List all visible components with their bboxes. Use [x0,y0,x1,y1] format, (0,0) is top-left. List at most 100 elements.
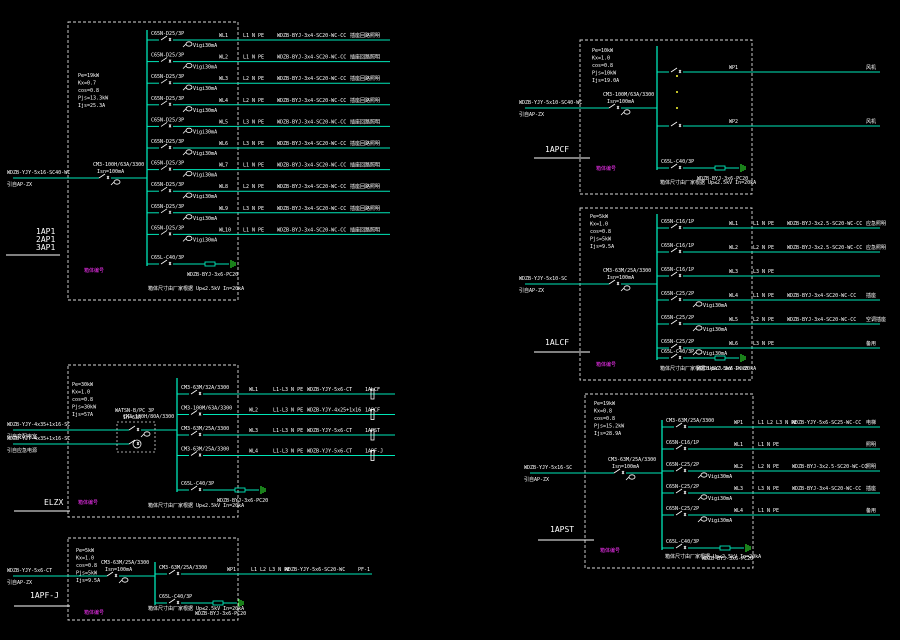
circuit-load: 插座回路照明 [350,75,380,82]
breaker-contact [613,468,621,474]
incoming-source-label: 引自AP-ZX [524,476,549,483]
rcd-lead [110,181,115,186]
breaker-cross [136,441,140,446]
circuit-id: WL10 [219,227,231,233]
load-parameter: Pe=19kW [78,73,100,79]
spd-breaker-label: C65L-C40/3P [151,255,184,261]
circuit-cable: WDZB-BYJ-3x4-SC20-WC-CC [787,317,856,323]
circuit-phase: L1 N PE [758,442,779,448]
breaker-cross [678,165,682,170]
rcd-lead [182,216,187,221]
breaker-cross [683,545,687,550]
panel-note: 箱体尺寸由厂家根据 Up≤2.5kV In=20kA [660,365,756,372]
circuit-id: WL2 [729,245,738,251]
rcd-lead [182,86,187,91]
panel-label: 1APST [550,525,574,534]
breaker-contact [670,353,678,359]
breaker-contact [128,439,136,445]
main-breaker-rating: Isn=100mA [105,567,132,573]
circuit-phase: L3 N PE [753,269,774,275]
circuit-rcd-label: Vigi30mA [703,351,727,357]
breaker-contact [608,279,616,285]
spd-cable-label: WDZB-BYJ-3x6-PC20 [217,498,268,504]
panel-tag: 箱体编号 [596,361,616,368]
circuit-breaker-label: C65N-D25/3P [151,117,184,123]
breaker-cross [683,512,687,517]
load-parameter: Kx=1.0 [76,556,94,562]
rcd-lead [118,579,123,584]
breaker-contact [670,319,678,325]
circuit-rcd-label: Vigi30mA [703,303,727,309]
circuit-breaker-label: C65N-C16/1P [661,219,694,225]
circuit-id: WL1 [249,387,258,393]
circuit-breaker-label: C65N-D25/3P [151,139,184,145]
circuit-breaker-label: C65N-C25/2P [661,339,694,345]
breaker-cross [168,37,172,42]
circuit-id: WL6 [219,141,228,147]
load-parameter: Pjs=30kW [72,405,97,411]
circuit-load: 照明 [866,442,876,448]
circuit-id: WL5 [729,317,738,323]
load-parameter: cos=0.8 [76,563,97,569]
main-breaker-rating: Isn=100mA [97,169,124,175]
circuit-cable: WDZB-BYJ-3x4-SC20-WC-CC [277,119,346,125]
load-parameter: Kx=0.8 [594,409,612,415]
circuit-rcd-label: Vigi30mA [708,518,732,524]
breaker-contact [190,430,198,436]
breaker-contact [675,444,683,450]
circuit-load: 1APCF [365,408,380,414]
circuit-cable: WDZB-BYJ-3x2.5-SC20-WC-CC [787,245,862,251]
breaker-contact [160,259,168,265]
load-parameter: Ijs=9.5A [590,244,614,250]
load-parameter: Kx=1.0 [72,390,90,396]
terminal-block [370,388,375,400]
load-parameter: Ijs=25.3A [78,103,105,109]
circuit-rcd-label: Vigi30mA [708,474,732,480]
panel-note: 箱体尺寸由厂家根据 Up≤2.5kV In=20kA [148,285,244,292]
distribution-panel-panel-1: Pe=19kWKx=0.7cos=0.8Pjs=13.3kWIjs=25.3A1… [6,21,390,301]
circuit-load: 1ALCF [365,387,380,393]
panel-enclosure [579,207,753,381]
circuit-id: WL1 [219,33,228,39]
rcd-lead [140,433,145,438]
circuit-breaker-label: CM3-63M/25A/3300 [181,447,229,453]
circuit-breaker-label: C65N-C16/1P [661,267,694,273]
circuit-load: 风机 [866,64,876,71]
rcd-lead [182,173,187,177]
breaker-contact [675,466,683,472]
circuit-rcd-label: Vigi30mA [193,86,217,92]
breaker-cross [678,297,682,302]
ats-label: WATSN-B/PC 3P [115,408,154,414]
circuit-breaker-label: CM3-63M/32A/3300 [181,385,229,391]
circuit-cable: WDZB-YJY-4x25+1x16 [307,408,361,414]
circuit-phase: L2 N PE [243,98,264,104]
breaker-cross [136,427,140,432]
incoming-source-label: 引自变配电室 [7,433,37,440]
circuit-phase: L3 N PE [243,119,264,125]
rcd-lead [625,476,630,481]
circuit-cable: WDZB-BYJ-3x4-SC20-WC-CC [277,184,346,190]
circuit-phase: L3 N PE [753,341,774,347]
breaker-contact [190,389,198,395]
circuit-id: WL2 [219,55,228,61]
circuit-phase: L1 L2 L3 N PE [758,420,797,426]
circuit-load: 风机 [866,118,876,125]
circuit-id: WL7 [219,163,228,169]
breaker-contact [160,143,168,149]
breaker-contact [160,78,168,84]
circuit-load: 插座回路照明 [350,205,380,212]
breaker-contact [160,230,168,235]
circuit-phase: L1 N PE [758,508,779,514]
panel-tag: 箱体编号 [84,609,104,616]
continuation-dot [676,91,678,93]
circuit-breaker-label: C65N-D25/3P [151,53,184,59]
breaker-cross [683,490,687,495]
panel-tag: 箱体编号 [84,267,104,274]
main-breaker-label: CM3-63M/25A/3300 [603,268,651,274]
circuit-id: WL3 [249,428,258,434]
breaker-cross [198,412,202,416]
main-breaker-label: CM3-100M/63A/3300 [603,92,654,98]
breaker-cross [176,600,180,605]
breaker-cross [168,102,172,107]
breaker-contact [98,173,106,179]
